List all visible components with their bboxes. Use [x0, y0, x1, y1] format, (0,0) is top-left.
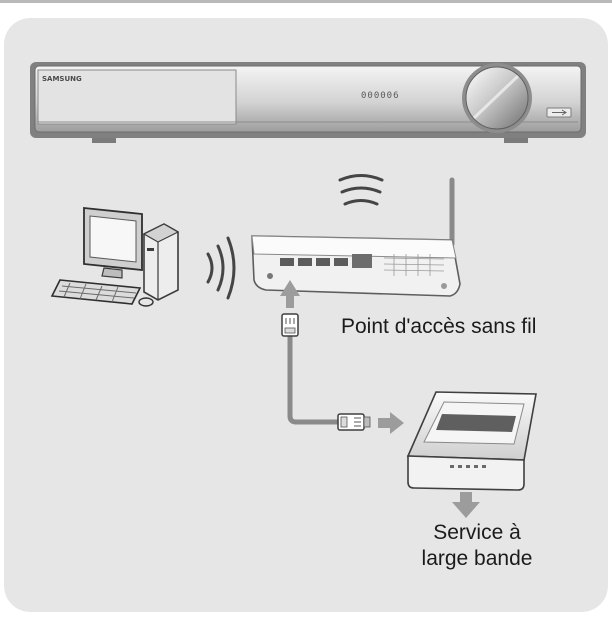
broadband-label-line-2: large bande	[421, 547, 533, 570]
arrow-down-icon	[452, 492, 480, 518]
diagram-panel: SAMSUNG 000006	[4, 18, 608, 612]
ethernet-plug-upper	[281, 313, 299, 337]
device-brand-logo: SAMSUNG	[42, 75, 82, 83]
network-diagram: SAMSUNG 000006	[4, 18, 608, 612]
arrow-right-icon	[378, 412, 404, 434]
home-theater-device: SAMSUNG 000006	[30, 62, 586, 143]
access-point-label: Point d'accès sans fil	[341, 315, 537, 338]
arrow-up-icon	[280, 280, 300, 308]
wireless-access-point	[251, 177, 461, 297]
computer-icon	[50, 207, 180, 307]
ethernet-cable	[287, 333, 341, 425]
wifi-waves-to-computer	[206, 236, 236, 300]
device-foot-right	[504, 138, 528, 143]
device-foot-left	[92, 138, 116, 143]
broadband-modem	[406, 391, 537, 491]
device-display-readout: 000006	[361, 91, 400, 101]
broadband-service-label: Service à large bande	[392, 520, 562, 572]
wifi-waves-to-device	[338, 174, 384, 206]
broadband-label-line-1: Service à	[433, 521, 521, 544]
mouse-icon	[138, 297, 154, 307]
ethernet-plug-lower	[337, 413, 371, 431]
top-rule	[0, 0, 612, 3]
